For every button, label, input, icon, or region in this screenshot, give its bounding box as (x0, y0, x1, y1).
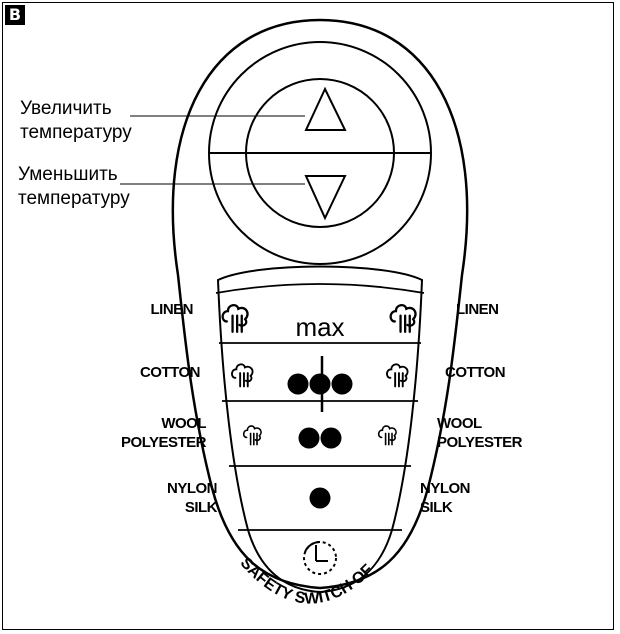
heat-dot (298, 427, 320, 449)
fabric-label-line: LINEN (456, 301, 499, 318)
fabric-label-line: SILK (420, 499, 453, 516)
increase-callout-line-1: Увеличить (20, 98, 112, 119)
fabric-label-nylon-right: NYLON SILK (420, 479, 471, 517)
heat-dot (331, 373, 353, 395)
setting-dots (309, 487, 331, 509)
heat-dot (320, 427, 342, 449)
fabric-label-linen-right: LINEN (456, 300, 499, 319)
fabric-label-line: SILK (184, 499, 218, 516)
heat-dot (309, 373, 331, 395)
fabric-label-line: NYLON (420, 480, 471, 497)
steam-icon (230, 363, 254, 388)
fabric-label-line: WOOL (437, 415, 482, 432)
fabric-label-line: LINEN (150, 301, 194, 318)
fabric-label-line: COTTON (139, 364, 201, 381)
fabric-label-wool-right: WOOL POLYESTER (437, 414, 522, 452)
timer-icon (303, 540, 337, 575)
decrease-callout-line-1: Уменьшить (18, 164, 118, 185)
heat-dot (309, 487, 331, 509)
steam-icon (242, 425, 262, 446)
fabric-label-line: POLYESTER (121, 434, 206, 451)
figure-frame (2, 2, 614, 630)
triangle-down-icon[interactable] (304, 175, 347, 221)
max-label: max (295, 312, 344, 342)
fabric-label-line: WOOL (161, 415, 206, 432)
increase-temperature-callout: Увеличить температуру (20, 97, 132, 145)
fabric-label-nylon-left: NYLON SILK (167, 479, 218, 517)
decrease-temperature-callout: Уменьшить температуру (18, 163, 130, 211)
fabric-label-line: NYLON (167, 480, 218, 497)
fabric-label-cotton-left: COTTON (139, 363, 201, 382)
steam-icon (221, 303, 249, 333)
display-divider-1 (215, 283, 425, 294)
fabric-label-wool-left: WOOL POLYESTER (121, 414, 206, 452)
fabric-label-cotton-right: COTTON (445, 363, 506, 382)
steam-icon (385, 363, 409, 388)
settings-display (216, 265, 424, 594)
increase-callout-line-2: температуру (20, 122, 132, 143)
fabric-label-line: POLYESTER (437, 434, 522, 451)
setting-dots (287, 373, 353, 395)
steam-icon (389, 303, 417, 333)
fabric-label-line: COTTON (445, 364, 506, 381)
steam-icon (377, 425, 397, 446)
setting-dots (298, 427, 342, 449)
heat-dot (287, 373, 309, 395)
remote-body (171, 18, 469, 590)
panel-label: B (5, 5, 25, 25)
decrease-callout-line-2: температуру (18, 188, 130, 209)
triangle-up-icon[interactable] (304, 86, 347, 131)
fabric-label-linen-left: LINEN (151, 300, 194, 319)
